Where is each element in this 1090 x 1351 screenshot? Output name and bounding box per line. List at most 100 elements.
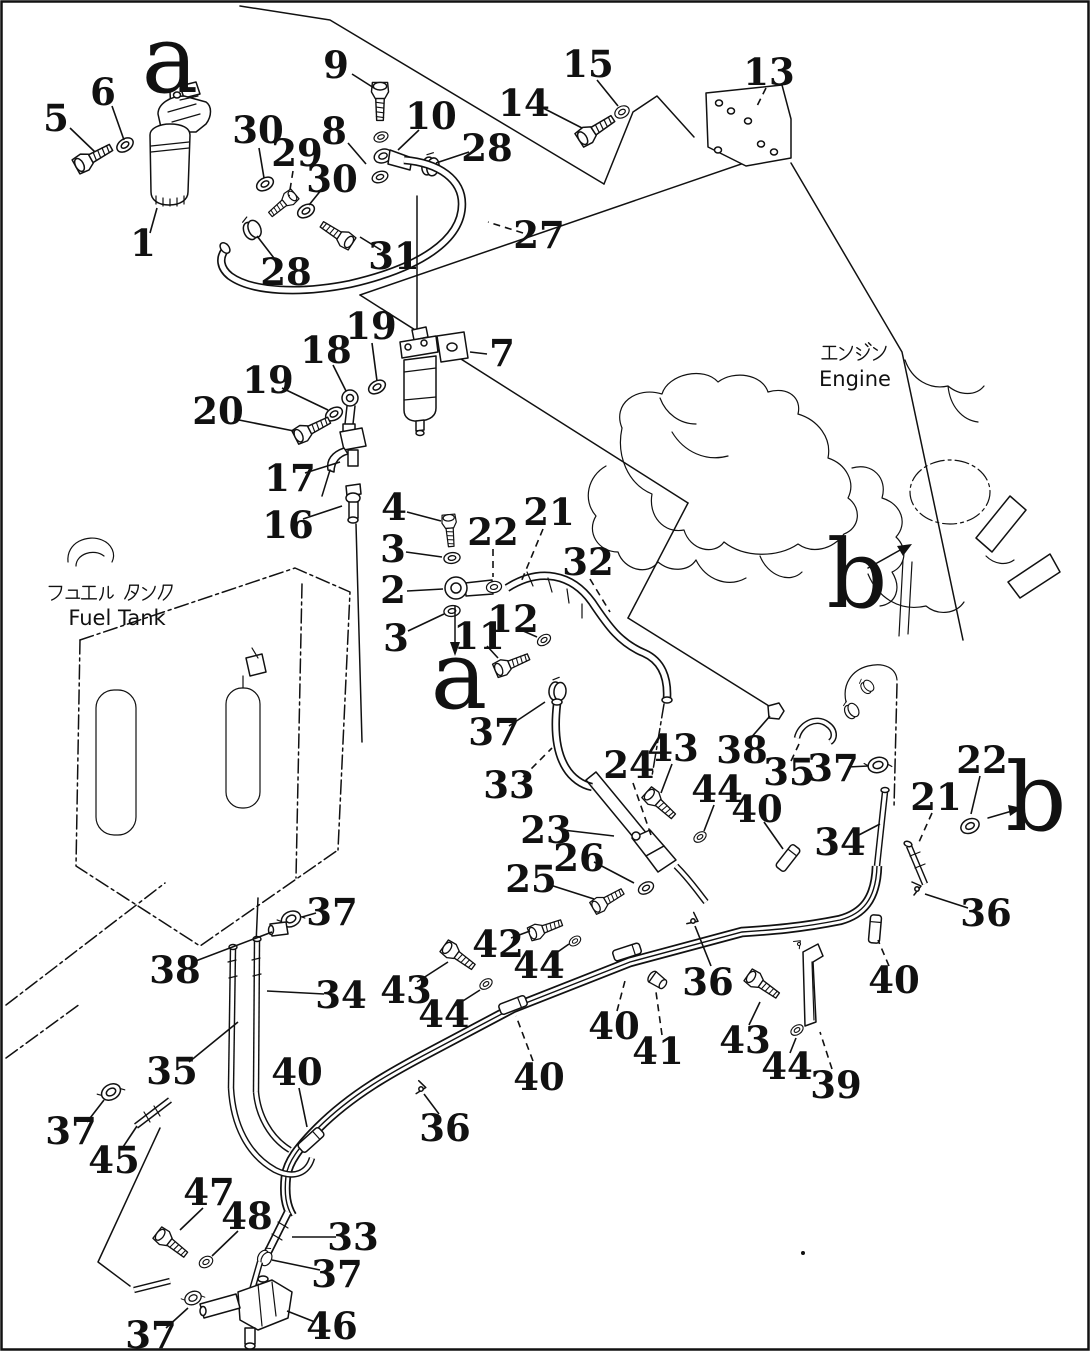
engine-sketch: [587, 359, 1061, 637]
leader-line: [211, 1230, 239, 1257]
leader-line: [589, 578, 611, 613]
leader-line: [122, 1125, 138, 1148]
nut-22b: [957, 814, 983, 838]
callout-b: b: [827, 520, 888, 630]
leader-line: [86, 1099, 105, 1123]
leader-line: [596, 79, 619, 107]
callout-38: 38: [149, 948, 201, 992]
callout-47: 47: [183, 1170, 235, 1214]
callout-44: 44: [761, 1044, 813, 1088]
callout-15: 15: [562, 42, 614, 86]
leader-line: [405, 551, 443, 558]
callout-3: 3: [383, 616, 409, 660]
fuel-sender: [225, 687, 261, 809]
leader-line: [616, 976, 627, 1012]
callout-32: 32: [562, 540, 614, 584]
view-b-arrow-engine: [867, 544, 912, 569]
leader-line: [406, 588, 444, 592]
callout-20: 20: [192, 389, 244, 433]
leader-line: [655, 991, 663, 1036]
engine-label-en: Engine: [819, 367, 891, 391]
callout-40: 40: [588, 1004, 640, 1048]
washer-30a: [253, 173, 277, 195]
leader-line: [397, 129, 420, 151]
eye-joint-18: [341, 389, 359, 433]
callout-40: 40: [271, 1050, 323, 1094]
leader-line: [632, 782, 653, 839]
callout-2: 2: [380, 568, 406, 612]
bolt-9: [370, 81, 390, 122]
leader-line: [918, 812, 933, 843]
bolt-25: [588, 884, 628, 916]
callout-37: 37: [125, 1313, 177, 1351]
pipe-clip-36: [684, 911, 702, 929]
fuel-tank-label-jp: [157, 584, 173, 601]
leader-line: [562, 829, 615, 837]
callout-37: 37: [45, 1109, 97, 1153]
nut-15: [612, 102, 632, 122]
bracket-39: [792, 937, 824, 1027]
hose-centerline: [651, 703, 665, 777]
leader-line: [407, 613, 445, 632]
bolt-5: [70, 138, 117, 176]
link-23-group: [585, 771, 709, 916]
washer-44b: [477, 975, 495, 993]
strainer-46-group: [133, 1210, 805, 1350]
fuel-tank-label-jp: [80, 585, 98, 600]
callout-1: 1: [130, 221, 156, 265]
leader-line: [924, 893, 969, 909]
leader-line: [694, 925, 712, 967]
callout-10: 10: [405, 94, 457, 138]
callout-5: 5: [43, 96, 69, 140]
washer-30b: [294, 200, 318, 222]
washer-26: [635, 878, 657, 898]
leader-line: [69, 127, 96, 153]
callout-40: 40: [868, 958, 920, 1002]
callout-30: 30: [306, 157, 358, 201]
callout-17: 17: [264, 456, 316, 500]
callout-23: 23: [520, 808, 572, 852]
callout-46: 46: [306, 1304, 358, 1348]
callout-37: 37: [468, 710, 520, 754]
leader-line: [469, 351, 488, 355]
callout-11: 11: [453, 614, 505, 658]
bolt-4: [440, 513, 460, 548]
leader-line: [522, 747, 553, 778]
leader-line: [301, 912, 317, 918]
leader-line: [435, 151, 470, 164]
callout-a: a: [431, 621, 488, 731]
callout-37: 37: [306, 890, 358, 934]
leader-line: [371, 342, 378, 382]
leader-line: [789, 1037, 797, 1054]
engine-label-jp: [856, 342, 872, 361]
callout-36: 36: [419, 1106, 471, 1150]
leader-line: [406, 511, 442, 522]
bracket-13: [573, 84, 792, 167]
leader-line: [756, 87, 767, 107]
leader-line: [266, 990, 325, 995]
bolt-29: [265, 187, 301, 221]
leader-line: [847, 765, 869, 768]
leader-line: [149, 207, 158, 234]
clamp-28b: [237, 212, 265, 243]
hose-27: [217, 155, 467, 295]
view-b-arrow-right: [987, 805, 1022, 819]
leader-line: [454, 989, 481, 1007]
fuel-tank-label-jp: [98, 585, 114, 601]
leader-line: [233, 418, 295, 432]
callout-28: 28: [461, 126, 513, 170]
view-a-arrow: [450, 605, 460, 656]
callout-33: 33: [327, 1215, 379, 1259]
leader-line: [970, 775, 981, 815]
bottom-left-group: [5, 882, 172, 1287]
sedimenter-7: [290, 195, 469, 446]
fuel-tank-label-jp: [65, 589, 81, 599]
left-tubes-group: [227, 935, 316, 1178]
plug-38a: [767, 702, 785, 720]
callout-45: 45: [88, 1138, 140, 1182]
engine-label-jp: [821, 345, 838, 360]
leader-line: [271, 1259, 321, 1271]
leader-line: [351, 73, 375, 89]
